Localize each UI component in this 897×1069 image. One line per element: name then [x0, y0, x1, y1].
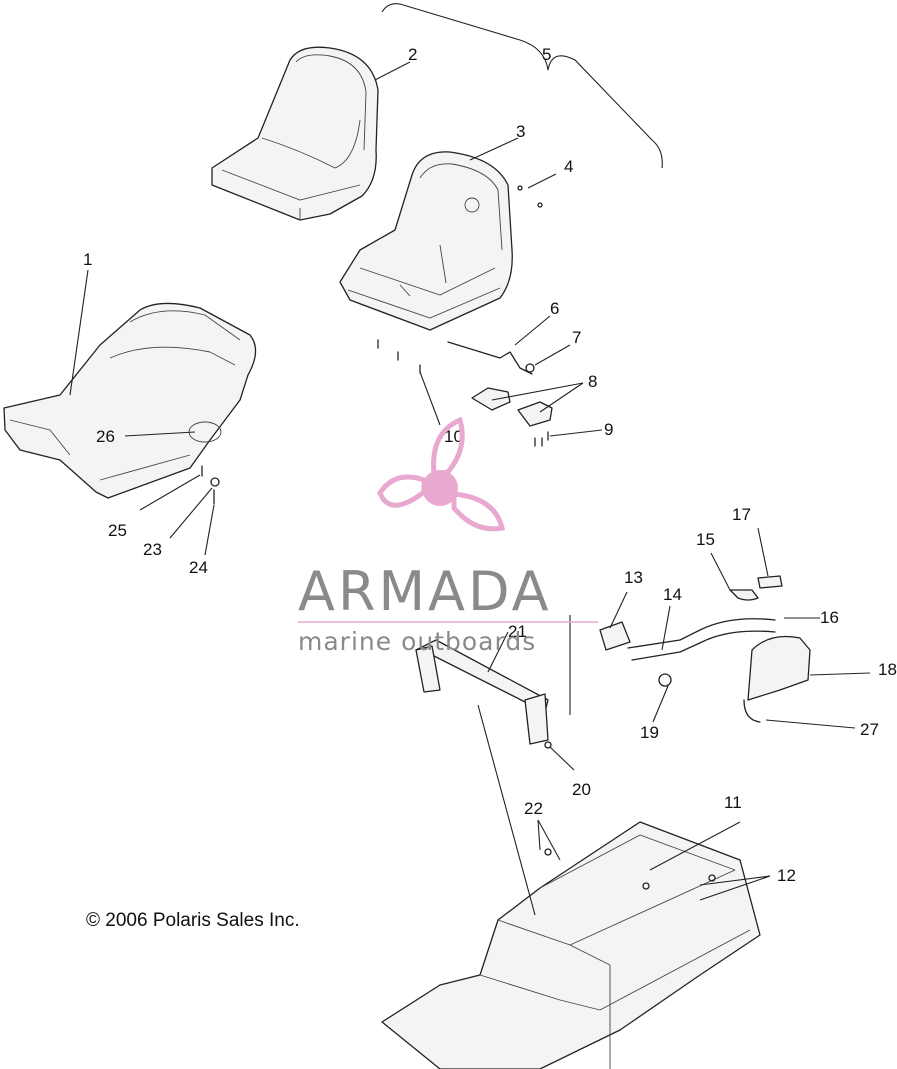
copyright-text: © 2006 Polaris Sales Inc. [86, 910, 300, 931]
assembly-bracket [381, 3, 663, 169]
callout-4: 4 [564, 157, 573, 176]
callout-16: 16 [820, 608, 839, 627]
callout-19: 19 [640, 723, 659, 742]
callout-2: 2 [408, 45, 417, 64]
callout-11: 11 [724, 793, 742, 812]
callout-5: 5 [542, 45, 551, 64]
leader-lines [69, 61, 871, 916]
callout-25: 25 [108, 521, 127, 540]
handle-assembly [599, 575, 811, 723]
callout-13: 13 [624, 568, 643, 587]
watermark-title: ARMADA [298, 560, 552, 623]
watermark-subtitle: marine outboards [298, 627, 536, 656]
callout-labels: 1 2 3 4 5 6 7 8 9 10 11 12 13 14 15 16 1… [83, 45, 897, 885]
callout-27: 27 [860, 720, 879, 739]
callout-12: 12 [777, 866, 796, 885]
chassis-tunnel [381, 821, 761, 1069]
callout-18: 18 [878, 660, 897, 679]
callout-21: 21 [508, 622, 527, 641]
hinge-bar [415, 639, 549, 745]
seat-pan [339, 151, 513, 331]
propeller-logo-icon [377, 416, 506, 532]
screws-4 [517, 185, 543, 208]
callout-3: 3 [516, 122, 525, 141]
nut-7 [525, 363, 535, 373]
callout-7: 7 [572, 328, 581, 347]
fasteners-9-10 [377, 339, 549, 447]
chassis-fasteners [544, 848, 716, 890]
screw-20 [544, 741, 552, 749]
callout-23: 23 [143, 540, 162, 559]
rear-seat [3, 302, 257, 499]
callout-26: 26 [96, 427, 115, 446]
callout-6: 6 [550, 299, 559, 318]
callout-15: 15 [696, 530, 715, 549]
seat-cushion [211, 46, 379, 221]
latch-rod [447, 341, 533, 375]
armada-watermark: ARMADA marine outboards [298, 416, 598, 656]
callout-22: 22 [524, 799, 543, 818]
callout-8: 8 [588, 372, 597, 391]
fasteners-23-25 [201, 465, 220, 505]
callout-1: 1 [83, 250, 92, 269]
callout-17: 17 [732, 505, 751, 524]
callout-24: 24 [189, 558, 208, 577]
callout-20: 20 [572, 780, 591, 799]
callout-14: 14 [663, 585, 682, 604]
callout-10: 10 [444, 427, 463, 446]
latch-brackets [471, 387, 553, 427]
callout-9: 9 [604, 420, 613, 439]
